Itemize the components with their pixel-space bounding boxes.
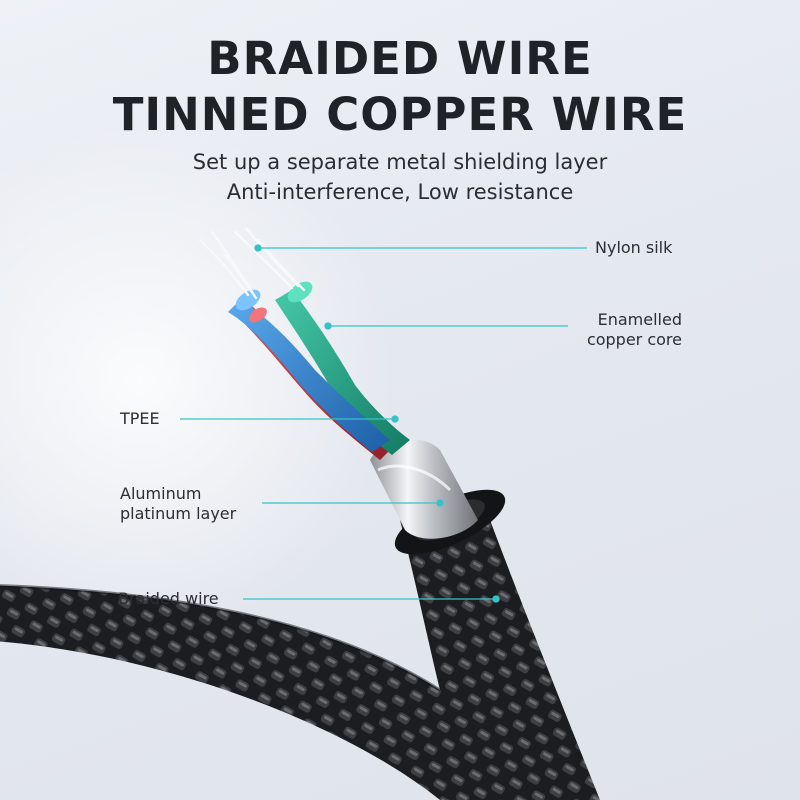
aluminum-foil-layer bbox=[370, 439, 478, 539]
callout-aluminum-line-1: Aluminum bbox=[120, 484, 202, 503]
twisted-cores bbox=[228, 281, 410, 460]
callout-enamelled-copper-core: Enamelled copper core bbox=[560, 310, 682, 350]
callout-aluminum-line-2: platinum layer bbox=[120, 504, 237, 523]
callout-leader-lines bbox=[180, 244, 587, 603]
subheading-line-1: Set up a separate metal shielding layer bbox=[192, 150, 608, 174]
braided-cable bbox=[0, 520, 600, 800]
callout-enamelled-line-1: Enamelled bbox=[597, 310, 682, 329]
heading-line-1: BRAIDED WIRE bbox=[207, 32, 593, 85]
callout-braided-wire: Braided wire bbox=[118, 589, 219, 608]
callout-nylon-silk: Nylon silk bbox=[595, 238, 673, 257]
callout-enamelled-line-2: copper core bbox=[586, 330, 682, 349]
heading-line-2: TINNED COPPER WIRE bbox=[112, 88, 688, 141]
callout-tpee: TPEE bbox=[120, 409, 160, 428]
subheading-line-2: Anti-interference, Low resistance bbox=[226, 180, 574, 204]
nylon-silk-strands bbox=[198, 226, 306, 300]
callout-aluminum-platinum-layer: Aluminum platinum layer bbox=[120, 484, 236, 524]
